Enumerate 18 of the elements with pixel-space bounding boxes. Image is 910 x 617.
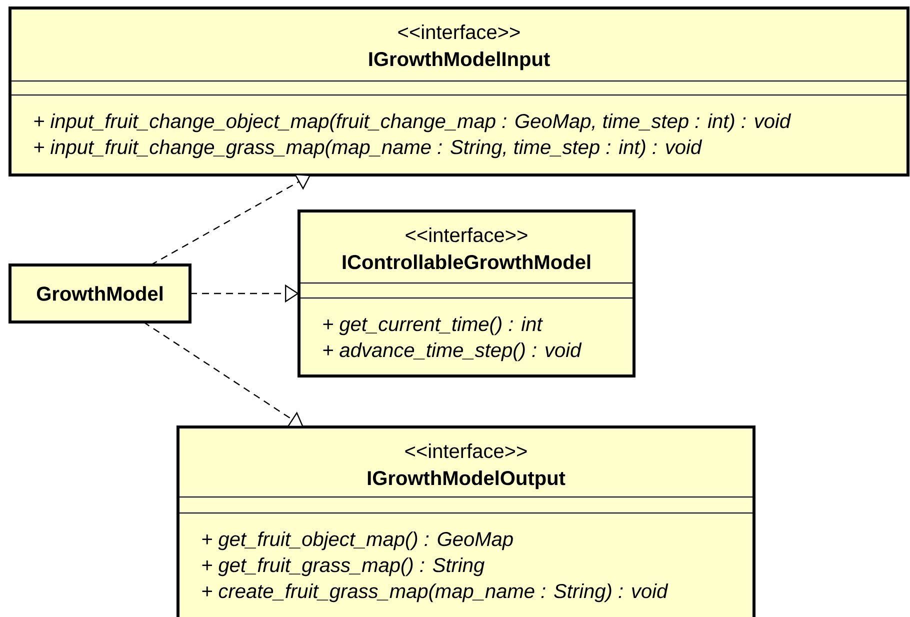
class-box [8,264,192,324]
stereotype-label: <<interface>> [405,444,527,458]
method-signature: + get_fruit_object_map() : GeoMap [202,532,513,550]
method-signature: + input_fruit_change_object_map(fruit_change_map : GeoMap, time_step : int) : void [34,114,792,132]
method-signature: + create_fruit_grass_map(map_name : String) : void [202,584,668,602]
interface-box [298,210,636,378]
method-signature: + get_current_time() : int [323,316,543,336]
interface-box [8,6,910,176]
interface-name: IGrowthModelOutput [368,470,566,490]
interface-box [176,426,756,617]
interface-name: IGrowthModelInput [369,52,550,70]
method-signature: + advance_time_step() : void [323,342,582,362]
method-signature: + get_fruit_grass_map() : String [202,558,484,576]
class-name: GrowthModel [36,286,162,301]
interface-name: IControllableGrowthModel [342,254,590,270]
stereotype-label: <<interface>> [398,24,520,40]
method-signature: + input_fruit_change_grass_map(map_name : String, time_step : int) : void [34,140,702,158]
stereotype-label: <<interface>> [406,228,528,242]
